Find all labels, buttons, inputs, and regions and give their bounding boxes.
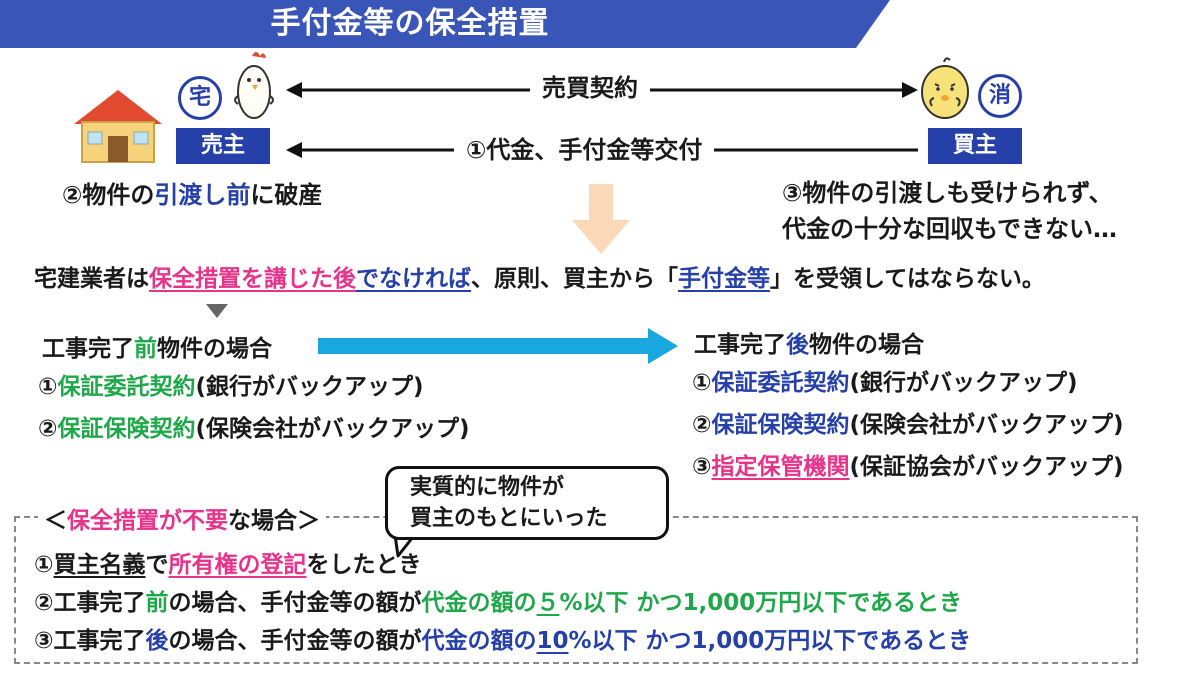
after-item-3-note: (保証協会がバックアップ) (849, 454, 1124, 480)
before-item-1-name: 保証委託契約 (57, 374, 196, 400)
case-3-b: 後 (145, 628, 169, 654)
gray-marker (206, 304, 228, 318)
after-heading: 工事完了後物件の場合 (694, 328, 924, 362)
after-item-1: ①保証委託契約(銀行がバックアップ) (692, 366, 1078, 400)
after-item-2-note: (保険会社がバックアップ) (849, 412, 1124, 438)
speech-bubble: 実質的に物件が 買主のもとにいった (385, 466, 669, 540)
unnecessary-heading-b: 保全措置が不要 (67, 508, 228, 534)
before-heading-a: 工事完了 (42, 336, 134, 362)
after-item-2-name: 保証保険契約 (711, 412, 850, 438)
rule-sentence: 宅建業者は保全措置を講じた後でなければ、原則、買主から「手付金等」を受領してはな… (34, 262, 1045, 296)
seller-note-a: ②物件の (62, 181, 155, 209)
transition-arrow (318, 328, 678, 364)
seller-note: ②物件の引渡し前に破産 (62, 178, 322, 212)
seller-label: 売主 (176, 128, 270, 164)
case-3-d: 代金の額の (421, 628, 537, 654)
house-icon (74, 90, 162, 163)
case-2-d: 代金の額の (421, 590, 537, 616)
before-item-1-no: ① (38, 374, 58, 400)
seller-note-highlight: 引渡し前 (154, 181, 251, 209)
case-2-e: ５ (536, 590, 560, 616)
rule-f: 」を受領してはならない。 (770, 266, 1045, 292)
after-heading-a: 工事完了 (694, 332, 786, 358)
case-1-d: 所有権の登記 (168, 552, 307, 578)
before-heading-b: 前 (134, 336, 157, 362)
buyer-mark: 消 (978, 74, 1022, 118)
unnecessary-heading-c: な場合＞ (228, 508, 320, 534)
case-2-a: ②工事完了 (34, 590, 146, 616)
before-item-2-no: ② (38, 416, 58, 442)
down-arrow (572, 184, 630, 254)
case-1-e: をしたとき (306, 552, 422, 578)
rule-protective-measures: 保全措置を講じた後 (149, 266, 356, 292)
case-3-e: 10 (536, 628, 569, 654)
rule-condition: でなければ (356, 266, 471, 292)
bubble-line-2: 買主のもとにいった (410, 506, 608, 531)
page-title: 手付金等の保全措置 (270, 6, 550, 41)
after-item-1-no: ① (692, 370, 712, 396)
after-item-2: ②保証保険契約(保険会社がバックアップ) (692, 408, 1124, 442)
chicken-icon (234, 52, 274, 119)
case-2: ②工事完了前の場合、手付金等の額が代金の額の５%以下 かつ1,000万円以下であ… (34, 586, 962, 620)
contract-label: 売買契約 (530, 72, 650, 104)
case-2-f: %以下 かつ1,000万円以下であるとき (559, 590, 963, 616)
case-1: ①買主名義で所有権の登記をしたとき (34, 548, 421, 582)
after-item-1-note: (銀行がバックアップ) (849, 370, 1078, 396)
after-item-2-no: ② (692, 412, 712, 438)
rule-a: 宅建業者は (34, 266, 149, 292)
after-item-3-no: ③ (692, 454, 712, 480)
payment-label: ①代金、手付金等交付 (454, 134, 715, 166)
after-item-3: ③指定保管機関(保証協会がバックアップ) (692, 450, 1124, 484)
before-heading: 工事完了前物件の場合 (42, 332, 272, 366)
case-3-f: %以下 かつ1,000万円以下であるとき (568, 628, 972, 654)
unnecessary-heading-a: ＜ (44, 508, 67, 534)
case-3: ③工事完了後の場合、手付金等の額が代金の額の10%以下 かつ1,000万円以下で… (34, 624, 971, 658)
before-item-1: ①保証委託契約(銀行がバックアップ) (38, 370, 424, 404)
title-banner (0, 0, 890, 48)
seller-note-c: に破産 (250, 181, 323, 209)
case-3-a: ③工事完了 (34, 628, 146, 654)
before-item-1-note: (銀行がバックアップ) (195, 374, 424, 400)
case-1-c: で (145, 552, 169, 578)
case-2-c: の場合、手付金等の額が (168, 590, 422, 616)
case-1-b: 買主名義 (53, 552, 146, 578)
buyer-note-line2: 代金の十分な回収もできない… (782, 215, 1118, 243)
chick-icon (921, 57, 969, 119)
bubble-line-1: 実質的に物件が (410, 475, 565, 500)
case-2-b: 前 (145, 590, 169, 616)
case-1-a: ① (34, 552, 54, 578)
before-item-2-name: 保証保険契約 (57, 416, 196, 442)
after-heading-b: 後 (786, 332, 809, 358)
seller-mark: 宅 (178, 76, 222, 120)
after-heading-c: 物件の場合 (809, 332, 924, 358)
rule-deposit: 手付金等 (678, 266, 770, 292)
after-item-3-name: 指定保管機関 (711, 454, 850, 480)
case-3-c: の場合、手付金等の額が (168, 628, 422, 654)
before-item-2-note: (保険会社がバックアップ) (195, 416, 470, 442)
before-heading-c: 物件の場合 (157, 336, 272, 362)
rule-d: 、原則、買主から「 (471, 266, 678, 292)
unnecessary-heading: ＜保全措置が不要な場合＞ (38, 504, 326, 538)
buyer-label: 買主 (928, 128, 1022, 164)
after-item-1-name: 保証委託契約 (711, 370, 850, 396)
before-item-2: ②保証保険契約(保険会社がバックアップ) (38, 412, 470, 446)
buyer-note-line1: ③物件の引渡しも受けられず、 (782, 179, 1113, 207)
